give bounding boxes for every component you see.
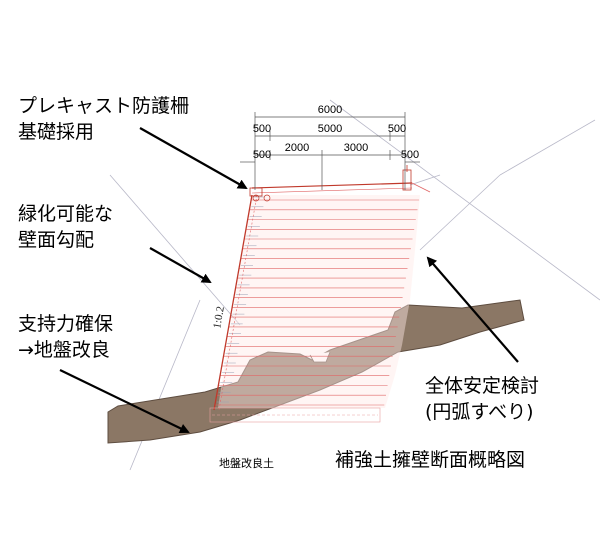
dim-left-500-bottom: 500 (253, 149, 271, 161)
annotation-greening: 緑化可能な 壁面勾配 (18, 203, 113, 251)
dim-right-500-top: 500 (388, 123, 406, 135)
construction-lines (109, 99, 600, 471)
arrow-support (59, 369, 190, 434)
annotation-fence: プレキャスト防護柵 基礎採用 (18, 95, 189, 143)
dim-right-500-bottom: 500 (401, 149, 419, 161)
annotation-stability: 全体安定検討 (円弧すべり) (425, 375, 539, 423)
label-support-line1: 支持力確保 (18, 313, 113, 335)
label-greening-line2: 壁面勾配 (18, 229, 94, 251)
wall-face-inner (218, 194, 258, 411)
wall-face (213, 194, 253, 411)
label-ground-improvement: 地盤改良土 (219, 456, 274, 470)
reinforced-zone (209, 194, 420, 423)
ground-layer (107, 299, 525, 444)
drain-notch (309, 351, 331, 363)
callout-arrows (59, 127, 519, 434)
soil-body (107, 299, 525, 444)
dim-left-500-top: 500 (253, 123, 271, 135)
arrow-stability (426, 256, 519, 363)
dim-middle-5000: 5000 (318, 123, 342, 135)
arrow-fence (139, 127, 248, 189)
label-stability-line2: (円弧すべり) (425, 401, 534, 423)
fence-foundation (249, 165, 431, 202)
label-support-line2: →地盤改良 (18, 339, 110, 361)
dim-total-6000: 6000 (318, 104, 342, 116)
annotation-support: 支持力確保 →地盤改良 (18, 313, 113, 361)
arrow-greening (149, 247, 212, 283)
dim-span-2000: 2000 (285, 142, 309, 154)
label-stability-line1: 全体安定検討 (425, 375, 539, 397)
label-fence-line1: プレキャスト防護柵 (18, 95, 189, 117)
slope-ratio-label: 1:0.2 (211, 305, 227, 329)
label-fence-line2: 基礎採用 (18, 121, 94, 143)
diagram-title: 補強土擁壁断面概略図 (335, 449, 525, 471)
reinforcement-strips (214, 196, 420, 406)
label-greening-line1: 緑化可能な (18, 203, 113, 225)
dimension-lines (240, 112, 420, 190)
dim-span-3000: 3000 (344, 142, 368, 154)
base-pad (209, 407, 381, 423)
